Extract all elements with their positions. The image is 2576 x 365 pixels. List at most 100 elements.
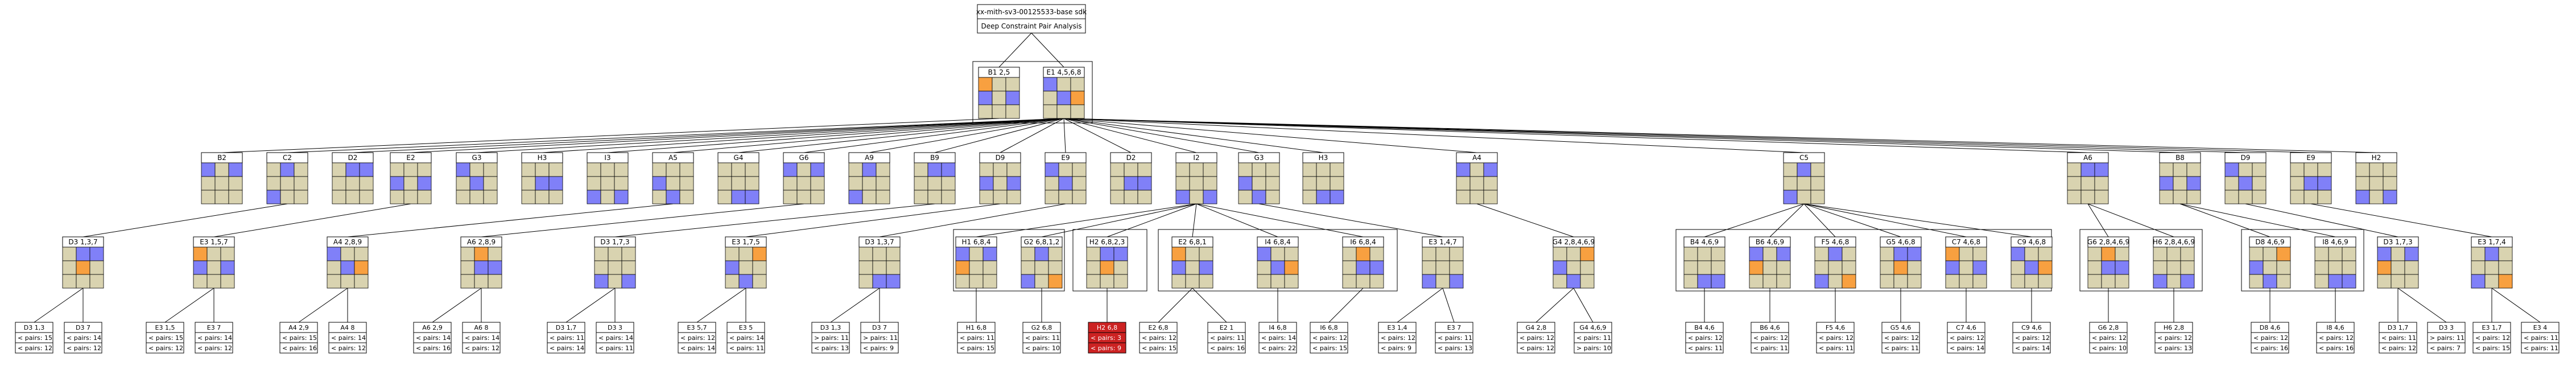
leaf-label: G4 2,8 bbox=[1526, 324, 1547, 331]
level2-node: B8 bbox=[2159, 152, 2201, 204]
level2-node: D2 bbox=[1110, 152, 1152, 204]
leaf-pairs-1: < pairs: 15 bbox=[18, 334, 52, 342]
grid-cell bbox=[858, 274, 873, 289]
grid-cell bbox=[1469, 162, 1484, 177]
level2-node: B2 bbox=[201, 152, 243, 204]
level3-node: F5 4,6,8 bbox=[1814, 236, 1856, 289]
leaf-pairs-2: < pairs: 12 bbox=[1520, 345, 1554, 352]
level3-node: C7 4,6,8 bbox=[1945, 236, 1987, 289]
grid-cell bbox=[2224, 176, 2239, 191]
grid-cell bbox=[1469, 176, 1484, 191]
grid-cell bbox=[2342, 247, 2356, 261]
grid-cell bbox=[2471, 274, 2486, 289]
leaf-node: D8 4,6< pairs: 12< pairs: 16 bbox=[2251, 322, 2289, 354]
grid-cell bbox=[872, 260, 887, 275]
grid-cell bbox=[979, 190, 994, 204]
level2-node: E9 bbox=[2290, 152, 2332, 204]
grid-cell bbox=[982, 247, 997, 261]
leaf-node: A4 2,9< pairs: 15< pairs: 16 bbox=[279, 322, 318, 354]
tree-edge bbox=[1192, 288, 1227, 323]
level3-node: H1 6,8,4 bbox=[955, 236, 997, 289]
level3-node: I6 6,8,4 bbox=[1342, 236, 1384, 289]
grid-cell bbox=[927, 190, 942, 204]
grid-cell bbox=[1907, 247, 1922, 261]
leaf-pairs-2: < pairs: 10 bbox=[2092, 345, 2127, 352]
grid-cell bbox=[1762, 260, 1777, 275]
grid-cell bbox=[2383, 176, 2397, 191]
grid-cell bbox=[2166, 274, 2181, 289]
tree-edge bbox=[1258, 203, 1443, 237]
grid-cell bbox=[872, 247, 887, 261]
grid-cell bbox=[978, 104, 993, 119]
grid-cell bbox=[359, 162, 374, 177]
leaf-pairs-2: < pairs: 13 bbox=[1438, 345, 1472, 352]
leaf-node: A6 8< pairs: 14< pairs: 12 bbox=[462, 322, 501, 354]
grid-cell bbox=[1284, 274, 1299, 289]
grid-cell bbox=[1006, 190, 1021, 204]
grid-cell bbox=[2094, 162, 2109, 177]
grid-cell bbox=[2173, 176, 2187, 191]
grid-cell bbox=[1797, 190, 1811, 204]
leaf-pairs-1: < pairs: 12 bbox=[1381, 334, 1415, 342]
tree-edge bbox=[1704, 203, 1805, 237]
grid-cell bbox=[1959, 247, 1974, 261]
leaf-label: D3 1,7 bbox=[2388, 324, 2408, 331]
grid-cell bbox=[717, 162, 732, 177]
leaf-node: E3 1,7< pairs: 12< pairs: 15 bbox=[2472, 322, 2511, 354]
level2-node: E2 bbox=[390, 152, 432, 204]
leaf-node: E3 7< pairs: 11< pairs: 13 bbox=[1435, 322, 1473, 354]
grid-cell bbox=[417, 176, 432, 191]
grid-cell bbox=[955, 274, 970, 289]
node-label: E3 1,4,7 bbox=[1429, 238, 1457, 246]
grid-cell bbox=[2067, 176, 2082, 191]
level1-node: B1 2,5 bbox=[978, 67, 1020, 119]
grid-cell bbox=[2224, 190, 2239, 204]
leaf-pairs-2: < pairs: 12 bbox=[465, 345, 499, 352]
leaf-pairs-1: < pairs: 14 bbox=[331, 334, 366, 342]
grid-cell bbox=[1566, 247, 1581, 261]
grid-cell bbox=[2369, 176, 2384, 191]
leaf-line2-box bbox=[1435, 342, 1473, 354]
grid-cell bbox=[2404, 260, 2419, 275]
grid-cell bbox=[2173, 190, 2187, 204]
grid-cell bbox=[2263, 260, 2277, 275]
level3-node: E3 1,7,5 bbox=[725, 236, 767, 289]
grid-cell bbox=[1683, 260, 1698, 275]
grid-cell bbox=[266, 162, 281, 177]
leaf-line2-box bbox=[1685, 342, 1724, 354]
node-label: H1 6,8,4 bbox=[961, 238, 990, 246]
grid-cell bbox=[992, 91, 1006, 105]
grid-cell bbox=[876, 176, 890, 191]
grid-cell bbox=[469, 190, 484, 204]
tree-edge bbox=[1769, 203, 1805, 237]
grid-cell bbox=[752, 274, 767, 289]
grid-cell bbox=[1005, 77, 1020, 92]
level2-node: I3 bbox=[587, 152, 629, 204]
leaf-line2-box bbox=[2427, 342, 2466, 354]
grid-cell bbox=[614, 176, 629, 191]
node-label: D3 1,3,7 bbox=[865, 238, 894, 246]
level3-node: I8 4,6,9 bbox=[2314, 236, 2356, 289]
leaf-label: A4 2,9 bbox=[288, 324, 309, 331]
grid-cell bbox=[1959, 274, 1974, 289]
leaf-pairs-2: < pairs: 15 bbox=[1312, 345, 1347, 352]
grid-cell bbox=[783, 162, 798, 177]
grid-cell bbox=[2498, 247, 2513, 261]
grid-cell bbox=[1342, 274, 1357, 289]
grid-cell bbox=[359, 190, 374, 204]
leaf-label: E3 5,7 bbox=[687, 324, 707, 331]
tree-edge bbox=[352, 118, 1064, 153]
grid-cell bbox=[214, 162, 229, 177]
grid-cell bbox=[679, 162, 694, 177]
grid-cell bbox=[587, 190, 601, 204]
leaf-line2-box bbox=[328, 342, 367, 354]
tree-edge bbox=[1031, 32, 1064, 68]
grid-cell bbox=[1189, 190, 1204, 204]
level2-node: D9 bbox=[2224, 152, 2267, 204]
group-frame bbox=[1072, 229, 1147, 292]
leaf-label: D8 4,6 bbox=[2260, 324, 2280, 331]
grid-cell bbox=[752, 260, 767, 275]
grid-cell bbox=[2328, 274, 2343, 289]
leaf-pairs-2: < pairs: 14 bbox=[2015, 345, 2050, 352]
leaf-label: I4 6,8 bbox=[1269, 324, 1286, 331]
